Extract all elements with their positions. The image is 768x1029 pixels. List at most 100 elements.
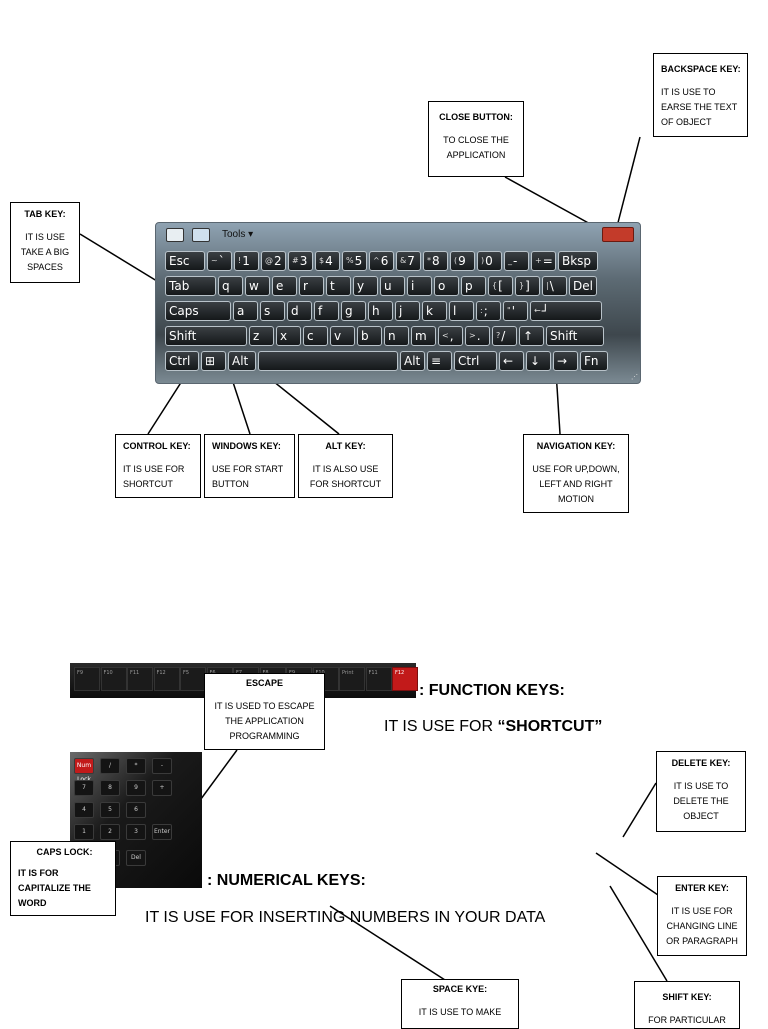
on-screen-keyboard: Tools ▾ Esc~`!1@2#3$4%5^6&7*8(9)0_-+=Bks… (155, 222, 641, 384)
callout-title: NAVIGATION KEY: (536, 441, 616, 451)
pen-icon[interactable] (166, 228, 184, 242)
key-1-9[interactable]: o (434, 276, 459, 296)
key-4-8[interactable]: ↓ (526, 351, 551, 371)
key-1-5[interactable]: t (326, 276, 351, 296)
key-4-3[interactable] (258, 351, 398, 371)
function-keys-heading: : FUNCTION KEYS: (419, 682, 565, 699)
callout-title: ALT KEY: (325, 441, 366, 451)
numpad-key: - (152, 758, 172, 774)
callout-title: CLOSE BUTTON: (439, 112, 513, 122)
key-1-13[interactable]: |\ (542, 276, 567, 296)
key-0-5[interactable]: $4 (315, 251, 340, 271)
callout-backspace: BACKSPACE KEY: IT IS USE TO EARSE THE TE… (653, 53, 748, 137)
key-0-3[interactable]: @2 (261, 251, 286, 271)
key-0-2[interactable]: !1 (234, 251, 259, 271)
callout-caps-lock: CAPS LOCK: IT IS FOR CAPITALIZE THE WORD (10, 841, 116, 916)
key-3-9[interactable]: >. (465, 326, 490, 346)
key-3-1[interactable]: z (249, 326, 274, 346)
function-key: F9 (74, 667, 100, 691)
key-1-14[interactable]: Del (569, 276, 597, 296)
key-1-2[interactable]: w (245, 276, 270, 296)
key-3-3[interactable]: c (303, 326, 328, 346)
key-0-11[interactable]: )0 (477, 251, 502, 271)
key-1-6[interactable]: y (353, 276, 378, 296)
function-key: F11 (127, 667, 153, 691)
key-0-0[interactable]: Esc (165, 251, 205, 271)
function-key: F11 (365, 667, 392, 691)
keyboard-icon[interactable] (192, 228, 210, 242)
key-3-10[interactable]: ?/ (492, 326, 517, 346)
key-1-7[interactable]: u (380, 276, 405, 296)
callout-text: IT IS USE FOR CHANGING LINE OR PARAGRAPH (666, 906, 738, 946)
key-4-0[interactable]: Ctrl (165, 351, 199, 371)
key-0-1[interactable]: ~` (207, 251, 232, 271)
key-2-11[interactable]: "' (503, 301, 528, 321)
key-2-6[interactable]: h (368, 301, 393, 321)
callout-shift-key: SHIFT KEY: FOR PARTICULAR (634, 981, 740, 1029)
key-4-2[interactable]: Alt (228, 351, 256, 371)
callout-enter-key: ENTER KEY: IT IS USE FOR CHANGING LINE O… (657, 876, 747, 956)
key-3-0[interactable]: Shift (165, 326, 247, 346)
key-4-10[interactable]: Fn (580, 351, 608, 371)
key-0-4[interactable]: #3 (288, 251, 313, 271)
line-enter (595, 852, 659, 896)
key-3-5[interactable]: b (357, 326, 382, 346)
function-keys-description: IT IS USE FOR “SHORTCUT” (384, 718, 602, 736)
key-1-4[interactable]: r (299, 276, 324, 296)
key-2-5[interactable]: g (341, 301, 366, 321)
callout-text: IT IS USE TO MAKE (418, 1007, 502, 1017)
key-2-2[interactable]: s (260, 301, 285, 321)
key-2-7[interactable]: j (395, 301, 420, 321)
function-key: F12 (153, 667, 180, 691)
key-4-4[interactable]: Alt (400, 351, 425, 371)
key-4-9[interactable]: → (553, 351, 578, 371)
key-1-3[interactable]: e (272, 276, 297, 296)
key-2-9[interactable]: l (449, 301, 474, 321)
numpad-key: * (126, 758, 146, 774)
key-2-8[interactable]: k (422, 301, 447, 321)
key-1-0[interactable]: Tab (165, 276, 216, 296)
tools-menu[interactable]: Tools ▾ (222, 229, 254, 240)
key-3-11[interactable]: ↑ (519, 326, 544, 346)
key-0-10[interactable]: (9 (450, 251, 475, 271)
key-1-8[interactable]: i (407, 276, 432, 296)
key-3-2[interactable]: x (276, 326, 301, 346)
key-0-13[interactable]: += (531, 251, 556, 271)
close-icon[interactable] (602, 227, 634, 242)
key-1-12[interactable]: }] (515, 276, 540, 296)
numpad-key: 2 (100, 824, 120, 840)
key-0-8[interactable]: &7 (396, 251, 421, 271)
key-3-6[interactable]: n (384, 326, 409, 346)
numpad-key: / (100, 758, 120, 774)
key-1-1[interactable]: q (218, 276, 243, 296)
key-2-0[interactable]: Caps (165, 301, 231, 321)
key-4-6[interactable]: Ctrl (454, 351, 497, 371)
key-2-1[interactable]: a (233, 301, 258, 321)
key-4-5[interactable]: ≡ (427, 351, 452, 371)
key-2-12[interactable]: ←┘ (530, 301, 602, 321)
numpad-key: Del (126, 850, 146, 866)
key-3-4[interactable]: v (330, 326, 355, 346)
key-2-4[interactable]: f (314, 301, 339, 321)
key-3-7[interactable]: m (411, 326, 436, 346)
resize-grip-icon[interactable]: ⋰ (631, 374, 638, 381)
key-4-7[interactable]: ← (499, 351, 524, 371)
key-4-1[interactable]: ⊞ (201, 351, 226, 371)
key-2-10[interactable]: :; (476, 301, 501, 321)
key-1-10[interactable]: p (461, 276, 486, 296)
key-0-6[interactable]: %5 (342, 251, 367, 271)
callout-title: WINDOWS KEY: (212, 441, 281, 451)
callout-control-key: CONTROL KEY: IT IS USE FOR SHORTCUT (115, 434, 201, 498)
key-0-9[interactable]: *8 (423, 251, 448, 271)
callout-text: IT IS USE TO EARSE THE TEXT OF OBJECT (661, 87, 738, 127)
callout-space-key: SPACE KYE: IT IS USE TO MAKE (401, 979, 519, 1029)
key-0-14[interactable]: Bksp (558, 251, 598, 271)
key-2-3[interactable]: d (287, 301, 312, 321)
callout-title: SHIFT KEY: (662, 992, 712, 1002)
callout-title: CAPS LOCK: (36, 847, 93, 857)
key-1-11[interactable]: {[ (488, 276, 513, 296)
key-0-12[interactable]: _- (504, 251, 529, 271)
key-3-8[interactable]: <, (438, 326, 463, 346)
key-3-12[interactable]: Shift (546, 326, 604, 346)
key-0-7[interactable]: ^6 (369, 251, 394, 271)
